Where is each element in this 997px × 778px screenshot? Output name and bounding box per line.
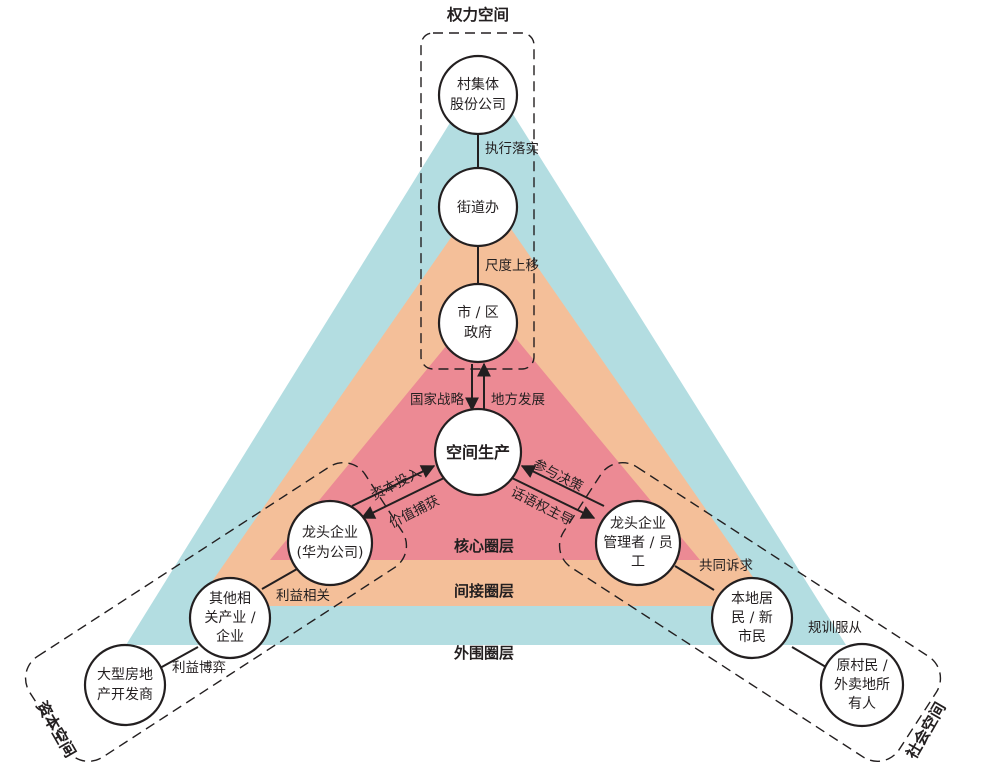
link-staff-residents (674, 565, 715, 591)
label-execute: 执行落实 (485, 141, 539, 157)
svg-text:龙头企业管理者 / 员工: 龙头企业管理者 / 员工 (603, 515, 673, 570)
label-local-development: 地方发展 (491, 392, 545, 408)
node-space-production: 空间生产 (433, 407, 523, 497)
svg-text:原村民 /外卖地所有人: 原村民 /外卖地所有人 (834, 658, 890, 712)
svg-text:龙头企业(华为公司): 龙头企业(华为公司) (297, 524, 364, 561)
capital-space-label: 资本空间 (33, 698, 80, 761)
svg-text:市 / 区政府: 市 / 区政府 (457, 304, 499, 341)
node-leading-enterprise: 龙头企业(华为公司) (286, 499, 374, 587)
label-national-strategy: 国家战略 (410, 391, 464, 408)
node-village-company: 村集体股份公司 (437, 54, 519, 136)
svg-text:街道办: 街道办 (457, 200, 499, 216)
node-local-residents: 本地居民 / 新市民 (710, 576, 794, 660)
svg-text:其他相关产业 /企业: 其他相关产业 /企业 (204, 591, 255, 645)
layer-indirect-label: 间接圈层 (454, 582, 514, 600)
label-interest-game: 利益博弈 (172, 659, 226, 676)
node-subdistrict-office: 街道办 (437, 166, 519, 248)
node-enterprise-staff: 龙头企业管理者 / 员工 (594, 499, 682, 587)
node-other-industry: 其他相关产业 /企业 (188, 576, 272, 660)
capital-space-boundary (24, 462, 408, 762)
svg-text:大型房地产开发商: 大型房地产开发商 (97, 667, 153, 703)
label-scale-up: 尺度上移 (485, 258, 539, 274)
label-common-appeal: 共同诉求 (699, 558, 753, 574)
svg-text:村集体股份公司: 村集体股份公司 (450, 76, 506, 113)
link-leading-other (261, 568, 298, 590)
svg-text:本地居民 / 新市民: 本地居民 / 新市民 (731, 591, 773, 645)
label-interest-related: 利益相关 (276, 588, 330, 604)
layer-core-label: 核心圈层 (454, 537, 514, 555)
node-real-estate-developer: 大型房地产开发商 (83, 643, 167, 727)
arrow-participate-decision (520, 465, 605, 507)
link-other-developer (159, 646, 199, 669)
svg-text:空间生产: 空间生产 (446, 443, 510, 462)
arrow-capital-investment (351, 465, 436, 507)
node-city-district-gov: 市 / 区政府 (437, 282, 519, 364)
arrow-value-capture (360, 477, 445, 519)
power-space-label: 权力空间 (446, 5, 509, 24)
node-original-villagers: 原村民 /外卖地所有人 (819, 642, 905, 728)
social-space-boundary (558, 462, 942, 762)
arrow-discourse-dominance (511, 477, 596, 519)
layer-outer-label: 外围圈层 (453, 644, 514, 662)
label-discipline-obey: 规训服从 (808, 620, 862, 636)
